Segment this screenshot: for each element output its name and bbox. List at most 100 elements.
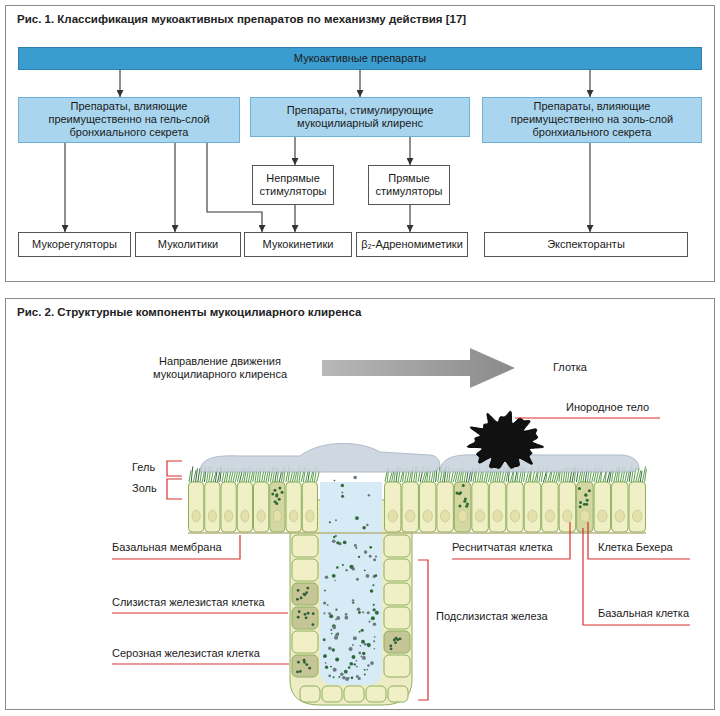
ciliated-cell bbox=[221, 482, 236, 532]
granule bbox=[584, 493, 587, 496]
box-label: Препараты, влияющие преимущественно на г… bbox=[23, 100, 235, 140]
goblet-cell bbox=[270, 482, 285, 532]
granule bbox=[305, 663, 308, 666]
granule bbox=[303, 593, 306, 596]
drug-class-box: Муколитики bbox=[135, 232, 241, 257]
glandular-cell bbox=[384, 559, 410, 581]
glandular-cell bbox=[388, 686, 408, 702]
granule bbox=[364, 569, 366, 571]
granule bbox=[373, 640, 375, 642]
box-label: Препараты, влияющие преимущественно на з… bbox=[487, 100, 697, 140]
glandular-cell bbox=[384, 655, 410, 677]
granule bbox=[361, 629, 364, 632]
granule bbox=[361, 640, 365, 644]
granule bbox=[374, 574, 377, 577]
granule bbox=[358, 652, 361, 655]
subgroup-box: Прямые стимуляторы bbox=[368, 165, 450, 205]
granule bbox=[366, 574, 370, 578]
granule bbox=[367, 664, 370, 667]
granule bbox=[328, 674, 331, 677]
granule bbox=[328, 612, 331, 615]
serous-cell-label: Серозная железистая клетка bbox=[112, 647, 260, 660]
root-box: Мукоактивные препараты bbox=[18, 47, 702, 70]
granule bbox=[304, 613, 307, 616]
granule bbox=[345, 677, 349, 681]
leader-line bbox=[515, 417, 660, 418]
connector-arrow bbox=[589, 70, 590, 97]
nucleus bbox=[598, 510, 607, 522]
nucleus bbox=[423, 510, 432, 522]
ciliated-cell bbox=[507, 482, 523, 532]
granule bbox=[368, 494, 370, 496]
figure-panel: Рис. 2. Структурные компоненты мукоцилиа… bbox=[5, 298, 715, 710]
granule bbox=[312, 623, 315, 626]
granule bbox=[353, 476, 357, 480]
granule bbox=[363, 656, 365, 658]
granule bbox=[373, 648, 375, 650]
nucleus bbox=[510, 510, 519, 522]
granule bbox=[367, 643, 371, 647]
granule bbox=[360, 645, 362, 647]
granule bbox=[324, 589, 326, 591]
granule bbox=[335, 535, 337, 537]
granule bbox=[305, 616, 308, 619]
glandular-cell bbox=[384, 535, 410, 557]
figure-panel: Рис. 1. Классификация мукоактивных препа… bbox=[5, 5, 715, 282]
nucleus bbox=[615, 510, 624, 522]
granule bbox=[358, 611, 361, 614]
category-box: Препараты, стимулирующие мукоцилиарный к… bbox=[250, 97, 470, 137]
granule bbox=[324, 655, 327, 658]
nucleus bbox=[225, 510, 233, 522]
nucleus bbox=[208, 510, 216, 522]
granule bbox=[338, 676, 340, 678]
granule bbox=[579, 501, 582, 504]
granule bbox=[330, 629, 332, 631]
granule bbox=[278, 498, 281, 501]
granule bbox=[330, 666, 332, 668]
granule bbox=[333, 626, 336, 629]
cilium bbox=[515, 471, 517, 482]
ciliated-cell bbox=[237, 482, 252, 532]
nucleus bbox=[192, 510, 200, 522]
connector-arrow bbox=[174, 143, 175, 232]
granule bbox=[323, 601, 326, 604]
granule bbox=[340, 673, 343, 676]
gland-bracket bbox=[418, 560, 428, 700]
ciliated-cell bbox=[489, 482, 505, 532]
box-label: Мукорегуляторы bbox=[32, 238, 117, 251]
granule bbox=[336, 566, 339, 569]
direction-label: Направление движения мукоцилиарного клир… bbox=[140, 355, 300, 381]
granule bbox=[325, 662, 327, 664]
ciliated-cell bbox=[629, 482, 645, 532]
basal-membrane bbox=[188, 532, 646, 534]
granule bbox=[278, 486, 281, 489]
leader-line bbox=[112, 663, 289, 664]
granule bbox=[370, 589, 374, 593]
box-label: Прямые стимуляторы bbox=[373, 172, 445, 198]
basal-cell-label: Базальная клетка bbox=[598, 607, 689, 620]
granule bbox=[372, 584, 374, 586]
granule bbox=[354, 544, 357, 547]
granule bbox=[343, 541, 347, 545]
box-label: Муколитики bbox=[158, 238, 218, 251]
nucleus bbox=[475, 510, 484, 522]
granule bbox=[463, 500, 466, 503]
ciliated-cell bbox=[286, 482, 301, 532]
granule bbox=[333, 668, 337, 672]
granule bbox=[334, 480, 336, 482]
granule bbox=[394, 641, 397, 644]
connector-arrow bbox=[409, 137, 410, 165]
granule bbox=[362, 526, 366, 530]
ciliated-cell bbox=[437, 482, 453, 532]
ciliated-cell bbox=[542, 482, 558, 532]
granule bbox=[462, 484, 465, 487]
granule bbox=[342, 564, 344, 566]
granule bbox=[352, 602, 354, 604]
granule bbox=[296, 598, 299, 601]
glandular-cell bbox=[366, 686, 386, 702]
granule bbox=[332, 648, 335, 651]
granule bbox=[274, 500, 277, 503]
cilium bbox=[191, 466, 193, 482]
granule bbox=[331, 633, 333, 635]
box-label: Мукокинетики bbox=[263, 238, 334, 251]
